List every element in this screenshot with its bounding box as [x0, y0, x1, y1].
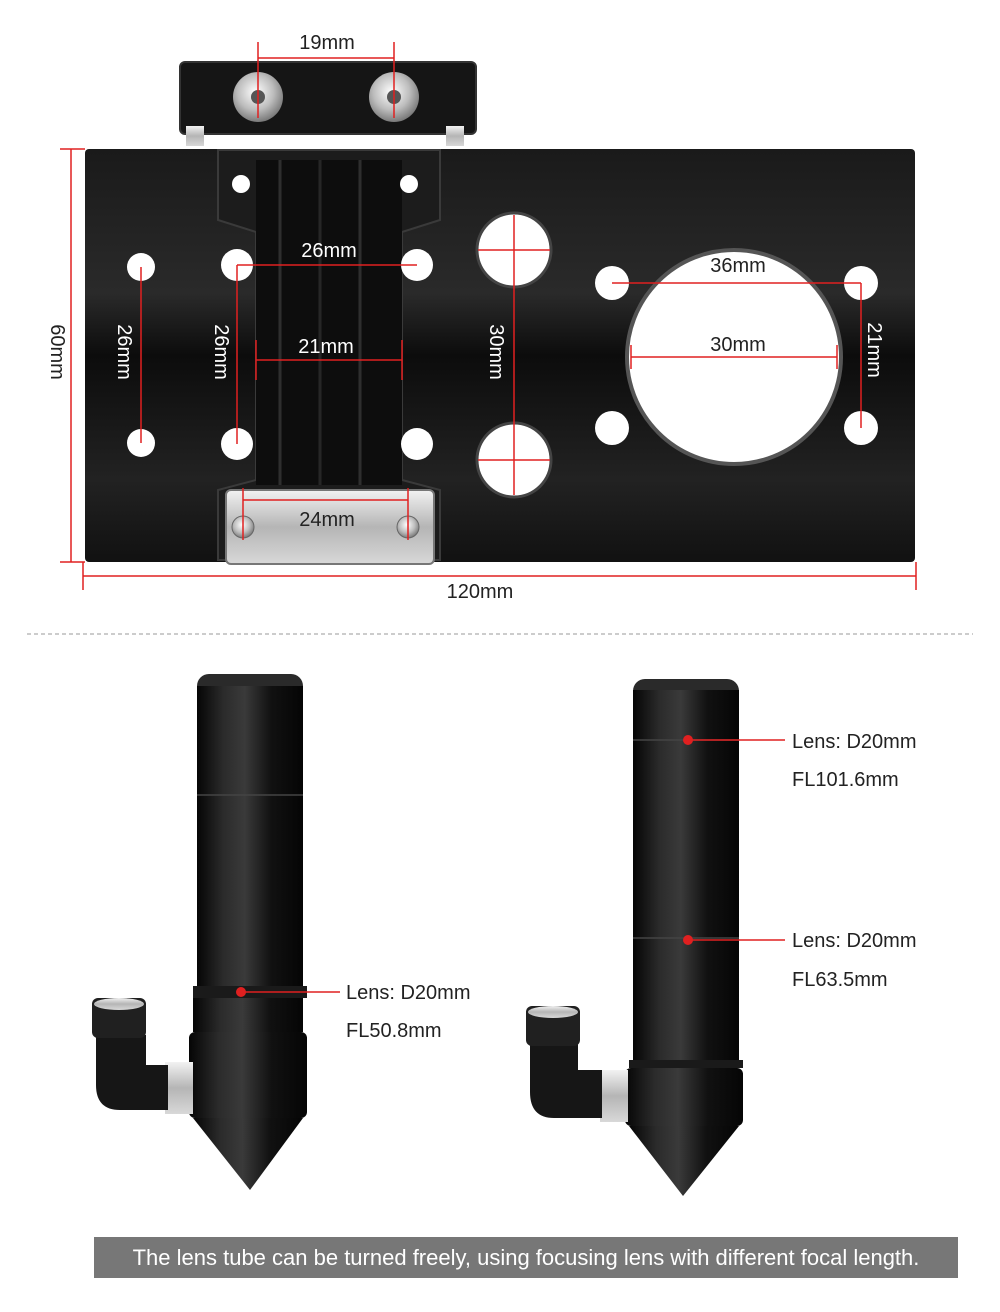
plate-hole	[401, 428, 433, 460]
lens-tube-short	[92, 674, 307, 1190]
caption-text: The lens tube can be turned freely, usin…	[132, 1244, 920, 1270]
air-fitting-elbow	[530, 1042, 602, 1118]
dim-tube-hole-spacing: 30mm	[485, 324, 507, 380]
lens-tube-long	[526, 679, 743, 1196]
caption-bar: The lens tube can be turned freely, usin…	[94, 1237, 958, 1278]
dim-center-hole-diameter: 30mm	[710, 334, 766, 356]
right-lower-lens-marker	[683, 935, 693, 945]
tube-nozzle-cone	[193, 1118, 303, 1190]
air-fitting-elbow	[96, 1035, 168, 1110]
right-upper-lens-label: Lens: D20mm	[792, 731, 917, 753]
right-upper-lens-marker	[683, 735, 693, 745]
dim-hole-spacing-horizontal: 26mm	[301, 240, 357, 262]
tube-body	[197, 686, 303, 986]
dim-left-hole-spacing-vertical: 26mm	[113, 324, 135, 380]
dim-motor-hole-spacing: 36mm	[710, 255, 766, 277]
dim-slot-width: 21mm	[298, 336, 354, 358]
plate-hole	[400, 175, 418, 193]
left-focal-length-label: FL50.8mm	[346, 1020, 442, 1042]
plate-hole	[595, 411, 629, 445]
tube-nozzle-collar	[625, 1068, 743, 1126]
dimension-labels: 19mm 26mm 26mm 26mm 21mm 30mm 36mm 30mm …	[46, 32, 885, 603]
dim-right-hole-spacing-vertical: 21mm	[863, 322, 885, 378]
dim-overall-width: 120mm	[447, 581, 514, 603]
top-bracket	[179, 61, 477, 135]
bottom-bracket	[225, 489, 435, 565]
plate-hole	[232, 175, 250, 193]
tube-body	[633, 690, 739, 1060]
tube-nozzle-cone	[629, 1126, 739, 1196]
dimension-lines	[60, 42, 917, 590]
dim-bottom-bracket-width: 24mm	[299, 509, 355, 531]
dim-top-bracket-width: 19mm	[299, 32, 355, 54]
air-fitting-nut	[600, 1070, 628, 1122]
air-fitting-nut	[165, 1062, 193, 1114]
plate-slot	[256, 160, 402, 485]
left-lens-label: Lens: D20mm	[346, 982, 471, 1004]
right-upper-focal-length-label: FL101.6mm	[792, 769, 899, 791]
right-lower-lens-label: Lens: D20mm	[792, 930, 917, 952]
dim-overall-height: 60mm	[46, 324, 68, 380]
right-lower-focal-length-label: FL63.5mm	[792, 969, 888, 991]
mounting-plate	[85, 61, 915, 565]
left-lens-marker	[236, 987, 246, 997]
tube-nozzle-collar	[189, 1032, 307, 1118]
dim-inner-hole-spacing-vertical: 26mm	[210, 324, 232, 380]
